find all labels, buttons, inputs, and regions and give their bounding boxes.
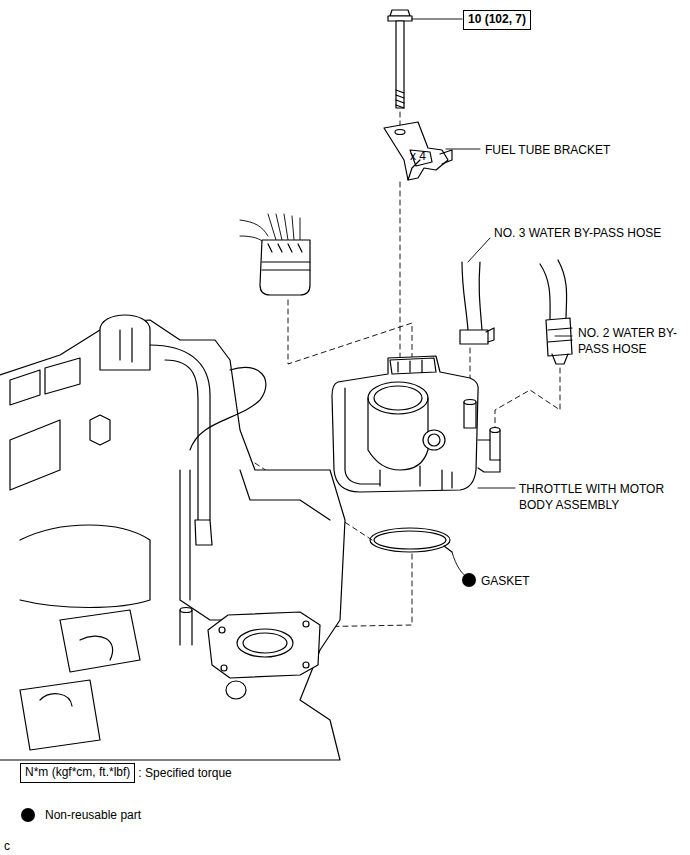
part-name: NO. 2 WATER BY-PASS HOSE bbox=[578, 325, 682, 357]
figure-code: c bbox=[4, 838, 10, 854]
box-text: N*m (kgf*cm, ft.*lbf) bbox=[25, 765, 130, 779]
part-name: FUEL TUBE BRACKET bbox=[485, 142, 610, 158]
quantity-label: x 4 bbox=[410, 148, 426, 164]
part-name: NO. 3 WATER BY-PASS HOSE bbox=[494, 225, 661, 241]
torque-spec-box: 10 (102, 7) bbox=[463, 10, 531, 30]
legend-text: : Specified torque bbox=[138, 765, 231, 781]
part-name: GASKET bbox=[481, 573, 530, 589]
box-text: 10 (102, 7) bbox=[468, 12, 526, 26]
torque-unit-box: N*m (kgf*cm, ft.*lbf) bbox=[20, 763, 135, 783]
part-name: THROTTLE WITH MOTOR BODY ASSEMBLY bbox=[519, 481, 679, 513]
legend-text: Non-reusable part bbox=[45, 807, 141, 823]
